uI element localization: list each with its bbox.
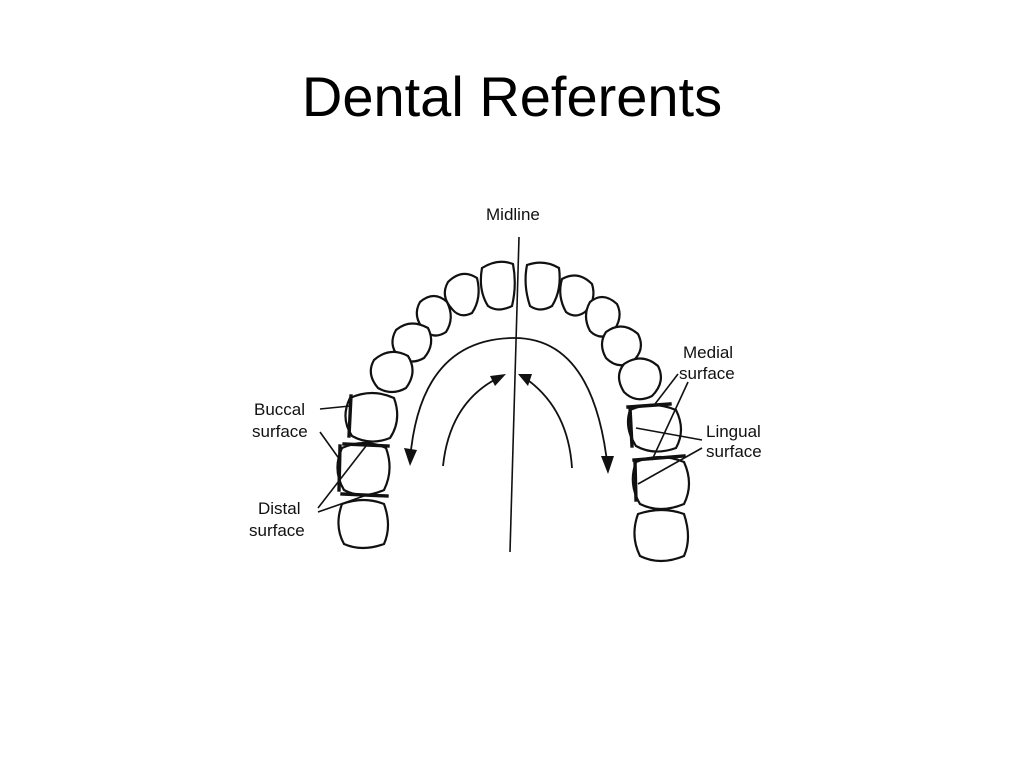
leader-lingual-1 xyxy=(635,427,703,441)
arrow-left-inner xyxy=(442,375,503,467)
slide-title: Dental Referents xyxy=(301,65,723,128)
buccal-surface-marker-upper xyxy=(347,394,353,438)
arrow-right-inner xyxy=(521,375,573,469)
arrow-head-right-inner xyxy=(518,374,532,386)
arch-curve xyxy=(409,337,609,471)
label-medial-line1: Medial xyxy=(683,343,733,362)
tooth-third-molar-left xyxy=(337,498,390,550)
label-distal-line2: surface xyxy=(249,521,305,540)
tooth-first-premolar-left xyxy=(391,322,433,363)
label-buccal-line1: Buccal xyxy=(254,400,305,419)
leader-distal-2 xyxy=(317,495,365,513)
medial-surface-marker xyxy=(626,402,672,409)
label-midline: Midline xyxy=(486,205,540,224)
tooth-second-molar-left xyxy=(336,441,391,497)
label-buccal-line2: surface xyxy=(252,422,308,441)
distal-surface-marker-lower xyxy=(340,492,389,498)
arrow-head-right-down xyxy=(601,456,614,474)
tooth-central-incisor-left xyxy=(479,260,516,311)
tooth-second-premolar-right xyxy=(617,357,663,401)
tooth-second-premolar-left xyxy=(369,350,414,394)
tooth-central-incisor-right xyxy=(524,261,561,311)
leader-medial-2 xyxy=(651,381,689,461)
label-lingual-line1: Lingual xyxy=(706,422,761,441)
leader-buccal-2 xyxy=(319,431,341,461)
tooth-lateral-incisor-right xyxy=(559,274,595,317)
leader-buccal xyxy=(319,405,351,410)
medial-surface-marker-lower xyxy=(632,454,686,462)
label-distal-line1: Distal xyxy=(258,499,301,518)
leader-distal-1 xyxy=(317,445,367,509)
leader-lingual-2 xyxy=(637,447,703,485)
buccal-surface-marker-lower xyxy=(337,444,342,492)
leader-medial-1 xyxy=(654,373,679,405)
tooth-third-molar-right xyxy=(633,508,690,563)
lingual-surface-marker-lower xyxy=(633,460,638,502)
tooth-first-molar-left xyxy=(344,391,399,443)
midline-line xyxy=(509,236,520,553)
label-lingual-line2: surface xyxy=(706,442,762,461)
arrow-head-left-inner xyxy=(490,374,506,386)
distal-surface-marker-upper xyxy=(342,442,390,448)
arrow-head-left-down xyxy=(404,448,417,466)
label-medial-line2: surface xyxy=(679,364,735,383)
lingual-surface-marker-upper xyxy=(628,406,634,448)
